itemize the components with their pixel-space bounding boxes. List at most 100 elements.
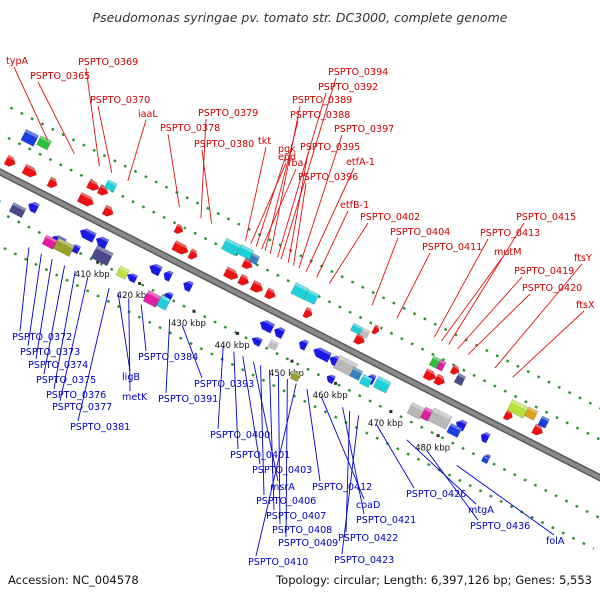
- forward-gene-arrow-shape: [171, 240, 189, 255]
- forward-gene-arrow-shape: [222, 266, 239, 281]
- cds-box: [290, 282, 309, 300]
- reverse-gene-arrow-shape: [298, 339, 309, 351]
- label-leader-down: [242, 356, 261, 465]
- reverse-gene-arrow-shine: [300, 337, 309, 344]
- label-leader-lines: [13, 66, 585, 557]
- gene-label-forward: PSPTO_0392: [318, 82, 378, 93]
- label-leader-up: [97, 105, 113, 173]
- forward-gene-arrow-shine: [453, 364, 462, 371]
- label-leader-up: [277, 92, 327, 258]
- gene-label-reverse: msrA: [270, 482, 295, 493]
- cds-box-shine: [439, 359, 447, 365]
- reverse-gene-arrow: [480, 430, 491, 444]
- forward-gene-arrow-shine: [80, 192, 96, 202]
- gene-label-forward: PSPTO_0370: [90, 95, 150, 106]
- gene-label-forward: PSPTO_0404: [390, 227, 450, 238]
- gene-label-forward: mutM: [494, 247, 521, 258]
- forward-gene-arrow-shape: [449, 364, 460, 375]
- label-leader-down: [53, 270, 76, 390]
- cds-box-shine: [45, 234, 58, 243]
- backbone: [0, 168, 600, 482]
- label-leader-up: [396, 252, 431, 319]
- label-leader-up: [512, 310, 585, 378]
- cds-box-shape: [427, 407, 453, 430]
- cds-box-shape: [220, 237, 242, 257]
- cds-box: [349, 366, 364, 381]
- reverse-gene-arrow-shine: [97, 234, 110, 243]
- cds-box-shine: [541, 415, 550, 422]
- gene-label-forward: PSPTO_0365: [30, 71, 90, 82]
- reverse-gene-arrow-shine: [184, 278, 194, 286]
- cds-box: [419, 406, 434, 422]
- reverse-gene-arrow: [251, 334, 263, 347]
- cds-box: [303, 288, 320, 305]
- cds-box-shine: [377, 376, 392, 386]
- scale-tick-mark: [138, 282, 142, 286]
- cds-box: [0, 196, 2, 210]
- gene-label-forward: PSPTO_0415: [516, 212, 576, 223]
- cds-box-shape: [506, 399, 529, 419]
- scale-tick-label: 430 kbp: [171, 319, 206, 329]
- cds-box-shine: [294, 282, 309, 292]
- cds-box-shape: [142, 289, 162, 308]
- cds-box-shape: [419, 406, 434, 422]
- label-leader-up: [371, 237, 399, 306]
- cds-box-shape: [0, 196, 2, 210]
- cds-box-shine: [240, 244, 254, 254]
- forward-gene-arrow: [21, 163, 39, 178]
- scale-tick-mark: [436, 434, 440, 438]
- forward-gene-arrow: [86, 179, 102, 191]
- gene-label-reverse: PSPTO_0401: [230, 450, 290, 461]
- cds-box-shape: [267, 339, 279, 351]
- reverse-gene-arrow-shape: [126, 273, 139, 284]
- cds-box: [41, 234, 58, 250]
- label-leader-up: [200, 118, 207, 219]
- cds-box: [506, 399, 529, 419]
- forward-gene-arrow-shine: [50, 176, 60, 184]
- gene-label-reverse: PSPTO_0393: [194, 379, 254, 390]
- cds-box: [537, 415, 550, 429]
- cds-box-shine: [432, 407, 453, 421]
- forward-gene-arrow-shape: [249, 280, 264, 293]
- forward-gene-arrow-shine: [534, 423, 546, 431]
- track-guide-4: [0, 244, 595, 550]
- forward-gene-arrow-shine: [267, 287, 278, 295]
- gene-label-reverse: metK: [122, 392, 148, 403]
- gene-label-forward: PSPTO_0419: [514, 266, 574, 277]
- label-leader-up: [245, 146, 267, 242]
- cds-box: [358, 373, 374, 389]
- forward-gene-arrow-shape: [237, 273, 250, 286]
- cds-box: [115, 265, 130, 280]
- gene-label-forward: etfB-1: [340, 200, 369, 211]
- gene-label-reverse: PSPTO_0410: [248, 557, 308, 568]
- cds-box: [142, 289, 162, 308]
- forward-gene-arrow-shine: [426, 368, 439, 377]
- topology-summary: Topology: circular; Length: 6,397,126 bp…: [276, 573, 592, 587]
- forward-gene-arrow: [433, 373, 447, 386]
- forward-gene-arrow: [237, 273, 251, 286]
- label-leader-down: [19, 247, 30, 332]
- reverse-gene-arrow-shine: [457, 417, 468, 425]
- cds-box: [333, 354, 358, 378]
- cds-box-shine: [57, 237, 75, 249]
- cds-box-shine: [307, 289, 320, 298]
- gene-label-reverse: PSPTO_0403: [252, 465, 312, 476]
- reverse-gene-arrow: [298, 337, 309, 351]
- label-leader-down: [27, 253, 42, 347]
- label-leader-up: [255, 154, 287, 247]
- gene-label-forward: PSPTO_0378: [160, 123, 220, 134]
- forward-gene-arrow-shape: [173, 223, 184, 235]
- accession-text: Accession: NC_004578: [8, 573, 139, 587]
- reverse-gene-arrow-shape: [95, 236, 110, 250]
- gene-label-forward: etfA-1: [346, 157, 375, 168]
- cds-box: [446, 422, 463, 438]
- gene-label-reverse: folA: [546, 536, 565, 547]
- gene-label-reverse: PSPTO_0406: [256, 496, 316, 507]
- gene-label-reverse: PSPTO_0407: [266, 511, 326, 522]
- cds-box: [427, 407, 453, 430]
- label-leader-down: [128, 298, 131, 392]
- cds-box: [8, 202, 27, 219]
- cds-box-shape: [358, 327, 371, 339]
- gene-label-reverse: ligB: [122, 372, 140, 383]
